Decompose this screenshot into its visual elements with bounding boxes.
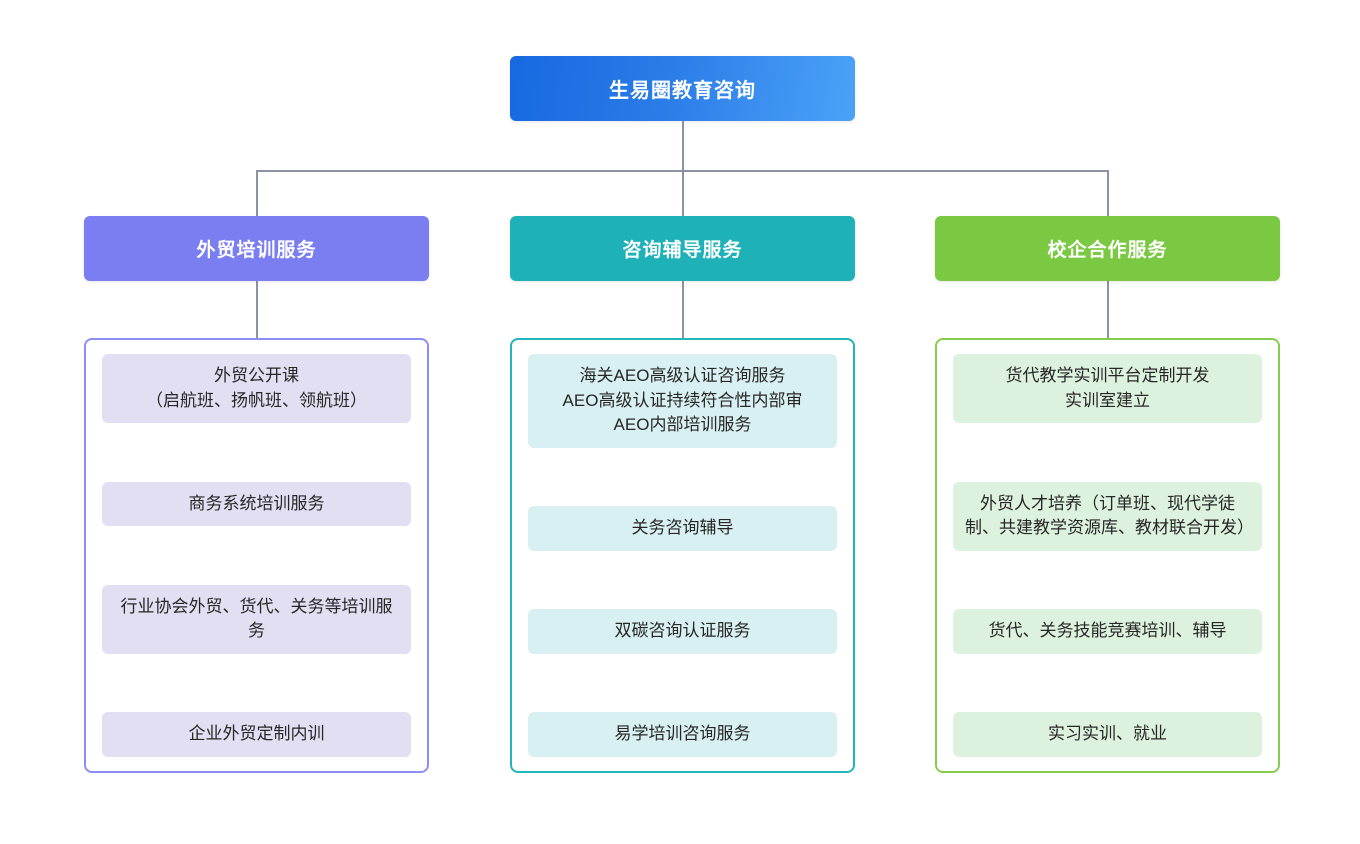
list-item[interactable]: 实习实训、就业 bbox=[953, 712, 1262, 757]
list-item[interactable]: 货代、关务技能竞赛培训、辅导 bbox=[953, 609, 1262, 654]
list-item[interactable]: 易学培训咨询服务 bbox=[528, 712, 837, 757]
list-item[interactable]: 外贸公开课 （启航班、扬帆班、领航班） bbox=[102, 354, 411, 424]
list-item[interactable]: 外贸人才培养（订单班、现代学徒制、共建教学资源库、教材联合开发） bbox=[953, 481, 1262, 551]
branch-header-3-label: 校企合作服务 bbox=[1047, 240, 1168, 261]
list-item[interactable]: 货代教学实训平台定制开发 实训室建立 bbox=[953, 354, 1262, 424]
branch-column-waimao-peixun: 外贸培训服务 外贸公开课 （启航班、扬帆班、领航班） 商务系统培训服务 行业协会… bbox=[84, 216, 429, 773]
branch-column-zixun-fudao: 咨询辅导服务 海关AEO高级认证咨询服务 AEO高级认证持续符合性内部审 AEO… bbox=[510, 216, 855, 773]
branch-body-1: 外贸公开课 （启航班、扬帆班、领航班） 商务系统培训服务 行业协会外贸、货代、关… bbox=[84, 338, 429, 773]
root-node[interactable]: 生易圈教育咨询 bbox=[510, 56, 855, 121]
connector-drop-branch-2 bbox=[682, 170, 684, 217]
branch-body-3: 货代教学实训平台定制开发 实训室建立 外贸人才培养（订单班、现代学徒制、共建教学… bbox=[935, 338, 1280, 773]
connector-header-to-body-3 bbox=[1107, 281, 1109, 339]
list-item[interactable]: 商务系统培训服务 bbox=[102, 481, 411, 527]
root-node-label: 生易圈教育咨询 bbox=[609, 80, 756, 102]
branch-header-2-label: 咨询辅导服务 bbox=[622, 240, 743, 261]
branch-header-1[interactable]: 外贸培训服务 bbox=[84, 216, 429, 281]
branch-header-2[interactable]: 咨询辅导服务 bbox=[510, 216, 855, 281]
branch-header-3[interactable]: 校企合作服务 bbox=[935, 216, 1280, 281]
list-item[interactable]: 企业外贸定制内训 bbox=[102, 712, 411, 757]
connector-drop-branch-3 bbox=[1107, 170, 1109, 217]
list-item[interactable]: 海关AEO高级认证咨询服务 AEO高级认证持续符合性内部审 AEO内部培训服务 bbox=[528, 354, 837, 448]
connector-root-stem bbox=[682, 121, 684, 171]
list-item[interactable]: 双碳咨询认证服务 bbox=[528, 609, 837, 654]
connector-header-to-body-2 bbox=[682, 281, 684, 339]
list-item[interactable]: 行业协会外贸、货代、关务等培训服务 bbox=[102, 584, 411, 654]
list-item[interactable]: 关务咨询辅导 bbox=[528, 506, 837, 551]
branch-column-xiaoqi-hezuo: 校企合作服务 货代教学实训平台定制开发 实训室建立 外贸人才培养（订单班、现代学… bbox=[935, 216, 1280, 773]
connector-header-to-body-1 bbox=[256, 281, 258, 339]
connector-drop-branch-1 bbox=[256, 170, 258, 217]
branch-body-2: 海关AEO高级认证咨询服务 AEO高级认证持续符合性内部审 AEO内部培训服务 … bbox=[510, 338, 855, 773]
branch-header-1-label: 外贸培训服务 bbox=[196, 240, 317, 261]
